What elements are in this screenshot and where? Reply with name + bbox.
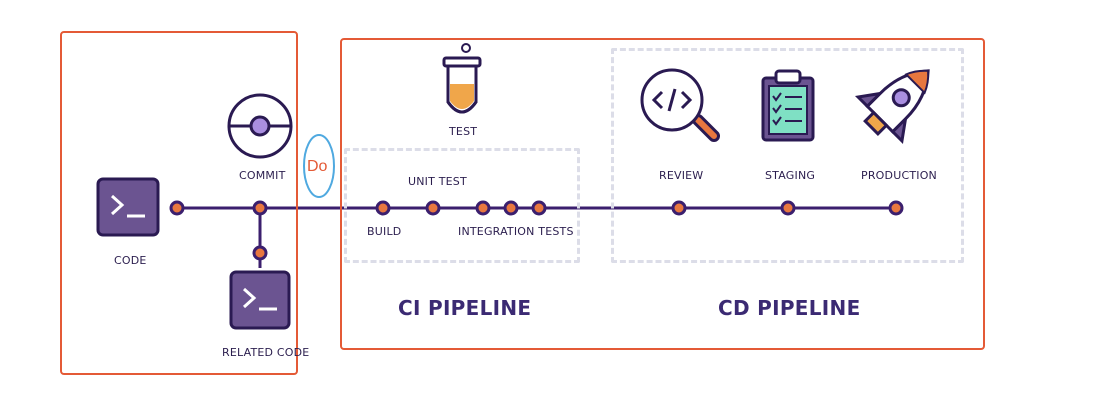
terminal-icon [96,177,160,237]
rocket-icon [854,69,930,145]
annotation-text: Do [307,158,328,175]
cd-dashed-box [611,48,964,263]
label-code: CODE [114,254,147,267]
label-test: TEST [449,125,478,138]
related-code-terminal-icon [229,270,291,330]
label-review: REVIEW [659,169,704,182]
label-integration-tests: INTEGRATION TESTS [458,225,574,238]
code-review-icon [640,68,720,142]
cd-pipeline-title: CD PIPELINE [718,296,861,320]
commit-icon [227,93,293,159]
node-related-code [252,245,268,261]
label-staging: STAGING [765,169,816,182]
ci-pipeline-title: CI PIPELINE [398,296,532,320]
clipboard-icon [761,69,815,142]
ci-dashed-box [344,148,580,263]
label-build: BUILD [367,225,402,238]
node-production [888,200,904,216]
node-build [375,200,391,216]
annotation-ellipse [303,134,335,198]
node-unit-test [425,200,441,216]
pipeline-box [340,38,985,350]
test-tube-icon [442,43,482,114]
label-commit: COMMIT [239,169,286,182]
node-integration-3 [531,200,547,216]
node-commit [252,200,268,216]
label-production: PRODUCTION [861,169,937,182]
code-stage-box [60,31,298,375]
label-unit-test: UNIT TEST [408,175,467,188]
node-staging [780,200,796,216]
node-integration-2 [503,200,519,216]
node-review [671,200,687,216]
node-integration-1 [475,200,491,216]
label-related-code: RELATED CODE [222,346,310,359]
node-code [169,200,185,216]
pipeline-nodes [169,200,904,261]
